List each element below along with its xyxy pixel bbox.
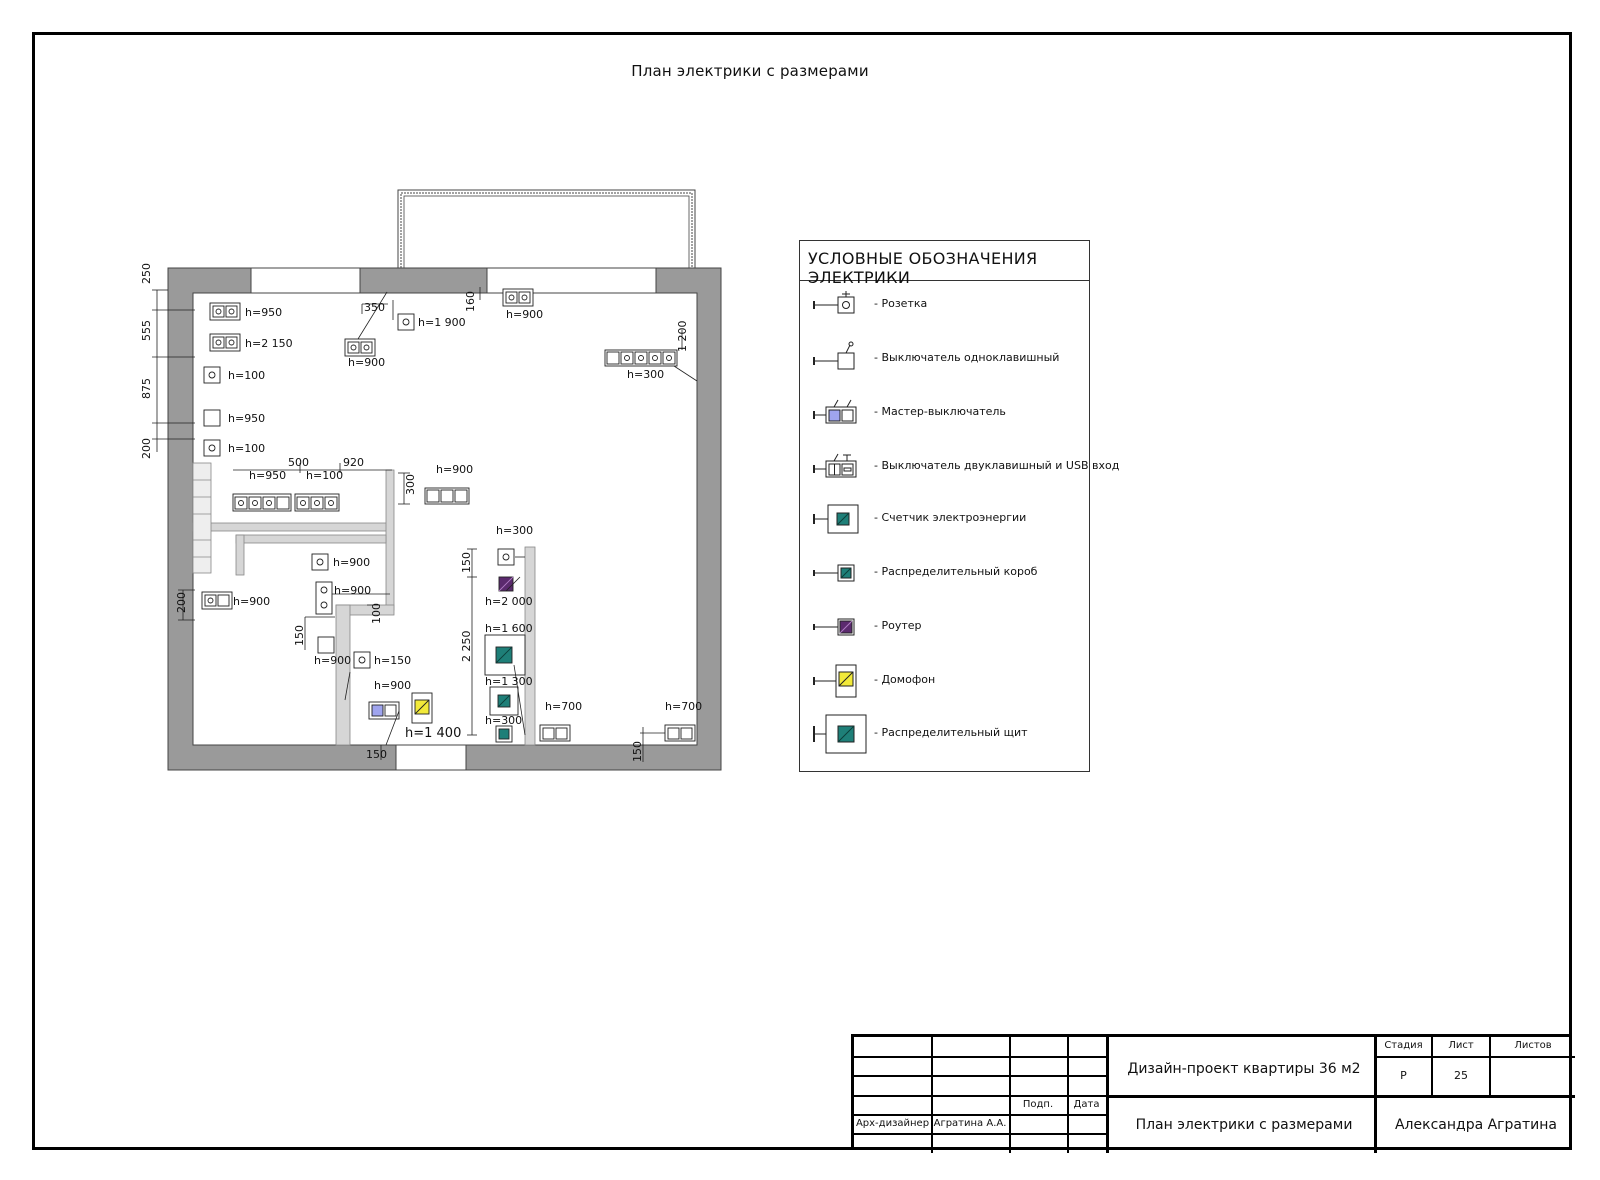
height-label: h=900: [314, 654, 351, 667]
height-label: h=300: [485, 714, 522, 727]
height-label: h=900: [436, 463, 473, 476]
sheet-title: План электрики с размерами: [1135, 1117, 1353, 1133]
height-label: h=100: [306, 469, 343, 482]
height-label: h=950: [249, 469, 286, 482]
height-label: h=900: [374, 679, 411, 692]
electric-meter-icon: [813, 504, 859, 534]
legend-item-router: - Роутер: [800, 607, 1089, 647]
legend-item-electric-meter: - Счетчик электроэнергии: [800, 499, 1089, 539]
legend-item-intercom: - Домофон: [800, 661, 1089, 701]
stage-value: Р: [1400, 1069, 1407, 1082]
socket-icon: [813, 291, 855, 314]
stage-label: Стадия: [1384, 1040, 1423, 1051]
height-label: h=1 600: [485, 622, 533, 635]
height-label: h=2 000: [485, 595, 533, 608]
legend-label: - Распределительный короб: [874, 565, 1038, 578]
height-label: h=900: [334, 584, 371, 597]
height-label: h=1 400: [405, 726, 461, 741]
height-label: h=300: [496, 524, 533, 537]
dim-875: 875: [140, 378, 153, 399]
legend-label: - Распределительный щит: [874, 726, 1028, 739]
designer-name: Агратина А.А.: [933, 1118, 1007, 1129]
legend-item-master-switch: - Мастер-выключатель: [800, 393, 1089, 433]
height-label: h=900: [506, 308, 543, 321]
sheets-label: Листов: [1514, 1040, 1552, 1051]
legend-label: - Роутер: [874, 619, 922, 632]
height-label: h=950: [228, 412, 265, 425]
height-labels: h=950 h=2 150 h=100 h=950 h=100 h=900 h=…: [228, 306, 702, 741]
legend-label: - Домофон: [874, 673, 936, 686]
drawing-frame: [32, 32, 1572, 1150]
legend-label: - Выключатель одноклавишный: [874, 351, 1060, 364]
height-label: h=700: [545, 700, 582, 713]
legend-label: - Розетка: [874, 297, 928, 310]
role-label: Арх-дизайнер: [855, 1118, 930, 1129]
height-label: h=150: [374, 654, 411, 667]
dim-label: 150: [366, 748, 387, 761]
height-label: h=2 150: [245, 337, 293, 350]
dim-label: 300: [404, 474, 417, 495]
dim-200: 200: [140, 438, 153, 459]
dim-label: 150: [293, 625, 306, 646]
project-title: Дизайн-проект квартиры 36 м2: [1127, 1061, 1361, 1077]
distribution-board-icon: [813, 714, 867, 754]
single-switch-icon: [813, 341, 855, 370]
dim-label: 160: [464, 291, 477, 312]
dim-label: 2 250: [460, 631, 473, 663]
height-label: h=1 300: [485, 675, 533, 688]
legend-label: - Счетчик электроэнергии: [874, 511, 1027, 524]
sheet-label: Лист: [1448, 1040, 1474, 1051]
dim-200-b: 200: [175, 592, 188, 613]
legend-item-distribution-board: - Распределительный щит: [800, 714, 1089, 754]
plan-sockets: [201, 288, 696, 743]
dim-label: 350: [364, 301, 385, 314]
dim-label: 100: [370, 603, 383, 624]
legend-item-double-switch-usb: - Выключатель двуклавишный и USB вход: [800, 447, 1119, 487]
dim-555: 555: [140, 320, 153, 341]
height-label: h=900: [348, 356, 385, 369]
page-title: План электрики с размерами: [631, 62, 869, 80]
legend-item-single-switch: - Выключатель одноклавишный: [800, 339, 1089, 379]
dim-label: 1 200: [676, 321, 689, 353]
legend-label: - Выключатель двуклавишный и USB вход: [874, 459, 1120, 472]
height-label: h=950: [245, 306, 282, 319]
height-label: h=700: [665, 700, 702, 713]
dim-label: 920: [343, 456, 364, 469]
author-name: Александра Агратина: [1394, 1117, 1557, 1133]
height-label: h=900: [333, 556, 370, 569]
dim-label: 150: [631, 741, 644, 762]
height-label: h=300: [627, 368, 664, 381]
router-icon: [813, 618, 855, 636]
height-label: h=100: [228, 442, 265, 455]
master-switch-icon: [813, 399, 857, 424]
height-label: h=100: [228, 369, 265, 382]
dim-label: 500: [288, 456, 309, 469]
double-switch-usb-icon: [813, 453, 857, 478]
intercom-icon: [813, 664, 857, 698]
legend-item-socket: - Розетка: [800, 285, 1089, 325]
date-label: Дата: [1073, 1099, 1100, 1110]
legend-item-junction-box: - Распределительный короб: [800, 553, 1089, 593]
junction-box-icon: [813, 564, 855, 582]
title-block: Дизайн-проект квартиры 36 м2 План электр…: [851, 1034, 1575, 1153]
legend-label: - Мастер-выключатель: [874, 405, 1006, 418]
dim-250: 250: [140, 263, 153, 284]
sign-label: Подп.: [1022, 1099, 1054, 1110]
height-label: h=900: [233, 595, 270, 608]
legend-panel: УСЛОВНЫЕ ОБОЗНАЧЕНИЯ ЭЛЕКТРИКИ - Розетка…: [799, 240, 1119, 772]
dimension-labels: 350 160 1 200 500 920 300 150 100 150 2 …: [288, 291, 689, 762]
dimension-lines-left: [152, 289, 195, 621]
legend-title: УСЛОВНЫЕ ОБОЗНАЧЕНИЯ ЭЛЕКТРИКИ: [800, 241, 1089, 287]
height-label: h=1 900: [418, 316, 466, 329]
dim-label: 150: [460, 552, 473, 573]
sheet-value: 25: [1454, 1069, 1468, 1082]
plan-wiring: [233, 287, 698, 762]
